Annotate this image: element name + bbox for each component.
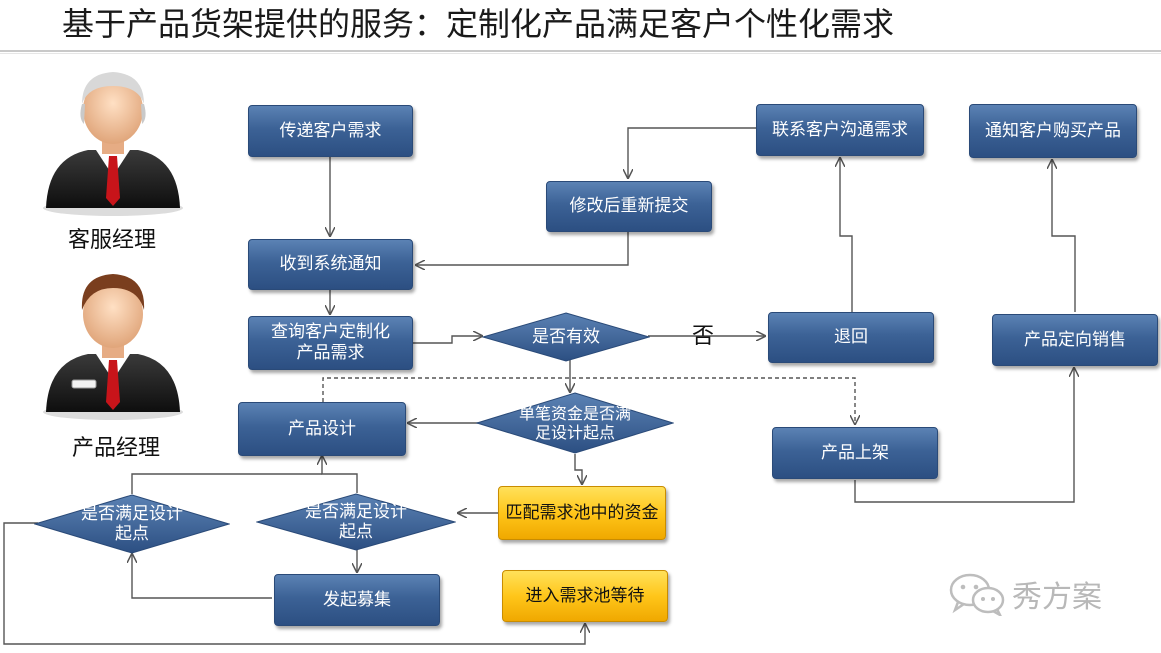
page-title: 基于产品货架提供的服务：定制化产品满足客户个性化需求 (62, 5, 895, 43)
product-manager-avatar-icon (43, 274, 183, 420)
node-query-demand: 查询客户定制化产品需求 (248, 316, 413, 370)
watermark-text: 秀方案 (1012, 580, 1102, 615)
service-manager-avatar-icon (43, 72, 183, 216)
wechat-icon (949, 573, 1005, 616)
edge-label-no: 否 (692, 324, 715, 349)
decision-meets-start-2: 是否满足设计起点 (305, 502, 407, 542)
node-reject-back: 退回 (768, 312, 934, 363)
node-product-design: 产品设计 (238, 402, 406, 456)
decision-single-fund-shape (476, 392, 674, 454)
node-match-pool: 匹配需求池中的资金 (498, 486, 666, 540)
title-divider (0, 50, 1161, 52)
node-launch-raise: 发起募集 (274, 574, 440, 626)
product-manager-label: 产品经理 (72, 436, 161, 461)
node-product-listing: 产品上架 (772, 427, 938, 479)
node-modify-resubmit: 修改后重新提交 (546, 181, 712, 232)
decision-is-valid-shape (482, 312, 650, 362)
service-manager-label: 客服经理 (68, 228, 157, 253)
node-receive-notice: 收到系统通知 (248, 239, 413, 290)
node-enter-pool-wait: 进入需求池等待 (502, 570, 668, 622)
decision-single-fund: 单笔资金是否满足设计起点 (518, 404, 631, 442)
decision-meets-start-1-shape (34, 494, 230, 554)
node-contact-customer: 联系客户沟通需求 (756, 104, 924, 156)
node-notify-buy: 通知客户购买产品 (969, 104, 1137, 158)
decision-is-valid: 是否有效 (532, 327, 600, 347)
decision-meets-start-1: 是否满足设计起点 (81, 504, 183, 544)
decision-meets-start-2-shape (256, 493, 456, 551)
watermark: 秀方案 (948, 572, 1102, 616)
title-divider-shadow (0, 53, 1161, 54)
node-pass-demand: 传递客户需求 (248, 105, 413, 157)
node-targeted-sale: 产品定向销售 (992, 314, 1158, 366)
